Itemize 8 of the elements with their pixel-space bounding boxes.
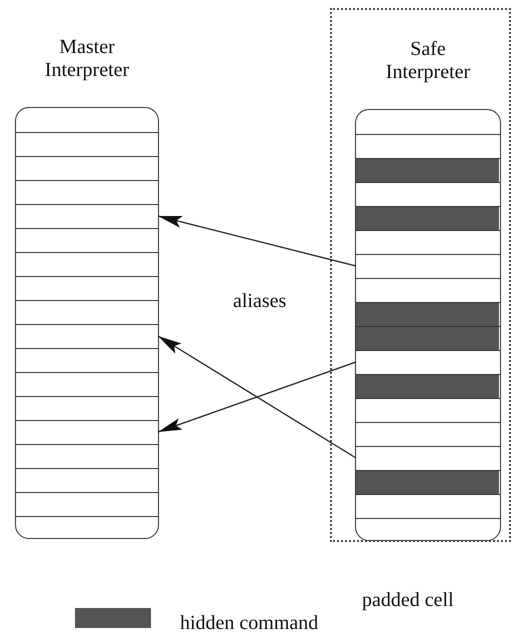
- legend-label: hidden command: [180, 611, 318, 635]
- alias-arrow: [158, 335, 356, 459]
- alias-arrow: [158, 215, 356, 267]
- cell-caption: padded cell: [362, 588, 454, 612]
- alias-arrow: [158, 361, 356, 433]
- edge-group-label: aliases: [233, 289, 286, 313]
- interpreter-title: Safe Interpreter: [384, 38, 472, 84]
- interpreter-title: Master Interpreter: [44, 36, 130, 82]
